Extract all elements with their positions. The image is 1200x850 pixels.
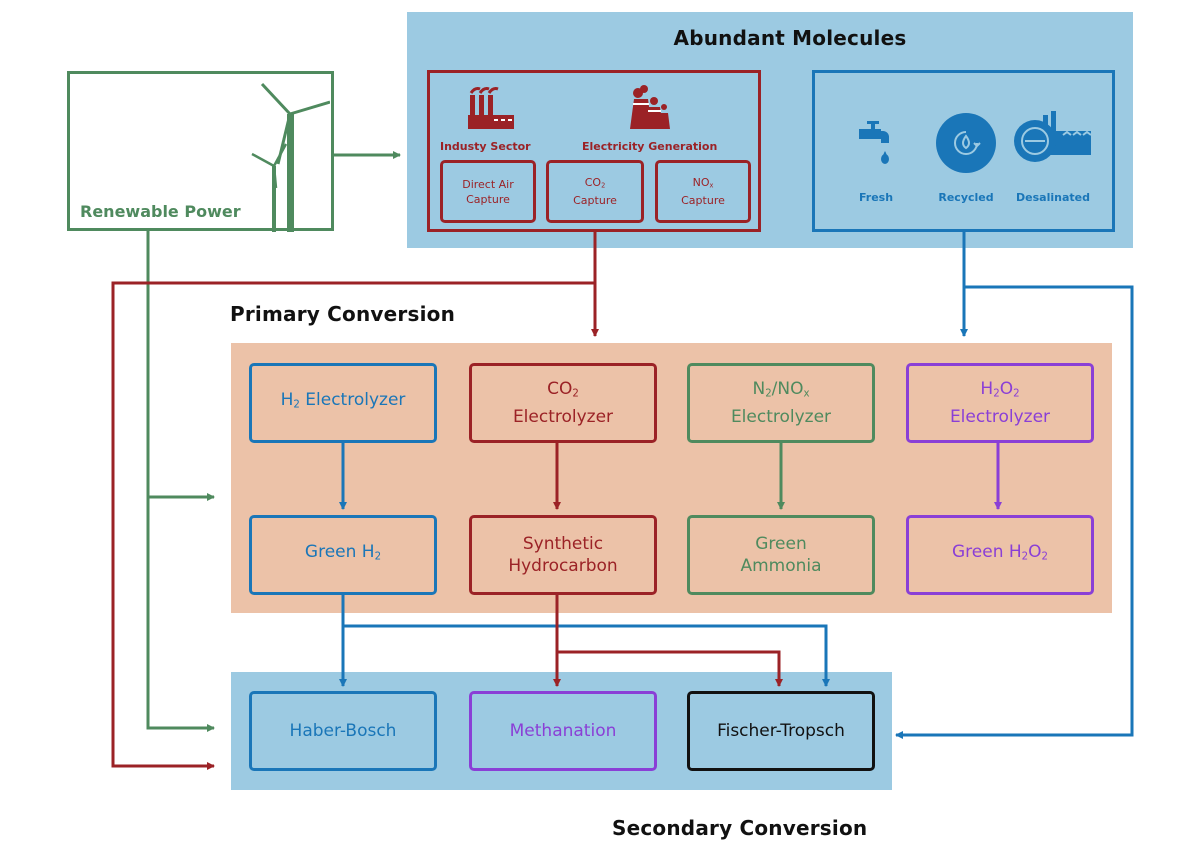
renewable-power-label: Renewable Power bbox=[80, 202, 241, 221]
nox-capture-formula: NOx bbox=[692, 175, 714, 190]
carbon-to-secondary-line bbox=[111, 281, 595, 770]
water-sources-box: Fresh Recycled Desalinated bbox=[812, 70, 1115, 232]
co2-capture-box[interactable]: CO2 Capture bbox=[546, 160, 644, 223]
synthetic-line1: Synthetic bbox=[522, 534, 604, 554]
synthetic-hydrocarbon-box[interactable]: Synthetic Hydrocarbon bbox=[469, 515, 657, 595]
h2o2-label: Electrolyzer bbox=[949, 406, 1051, 427]
abundant-molecules-panel bbox=[407, 12, 1133, 248]
primary-conversion-title: Primary Conversion bbox=[230, 302, 456, 326]
wind-turbine-icon bbox=[251, 82, 330, 232]
faucet-icon bbox=[859, 121, 889, 164]
direct-air-capture-box[interactable]: Direct Air Capture bbox=[440, 160, 536, 223]
green-h2-label: Green H2 bbox=[304, 542, 382, 563]
primary-conversion-panel bbox=[231, 343, 1112, 613]
h2o2-formula: H2O2 bbox=[980, 379, 1020, 400]
water-to-fischer-line bbox=[895, 285, 1134, 739]
co2-electrolyzer-formula: CO2 bbox=[547, 379, 579, 400]
methanation-box[interactable]: Methanation bbox=[469, 691, 657, 771]
fischer-tropsch-label: Fischer-Tropsch bbox=[717, 721, 845, 741]
electricity-generation-label: Electricity Generation bbox=[582, 140, 718, 153]
ammonia-line1: Green bbox=[755, 534, 807, 554]
secondary-conversion-title: Secondary Conversion bbox=[612, 816, 868, 840]
nox-capture-box[interactable]: NOx Capture bbox=[655, 160, 751, 223]
methanation-label: Methanation bbox=[509, 721, 617, 741]
h2-electrolyzer-box[interactable]: H2 Electrolyzer bbox=[249, 363, 437, 443]
h2o2-electrolyzer-box[interactable]: H2O2 Electrolyzer bbox=[906, 363, 1094, 443]
hydrocarbon-to-fischer-arrow bbox=[557, 650, 783, 687]
fresh-water-label: Fresh bbox=[858, 191, 894, 204]
recycled-water-label: Recycled bbox=[938, 191, 994, 204]
n2-nox-label: Electrolyzer bbox=[730, 406, 832, 427]
co2-electrolyzer-label: Electrolyzer bbox=[512, 406, 614, 427]
synthetic-line2: Hydrocarbon bbox=[508, 556, 618, 576]
co2-electrolyzer-box[interactable]: CO2 Electrolyzer bbox=[469, 363, 657, 443]
carbon-sources-box: Industy Sector Electricity Generation Di… bbox=[427, 70, 761, 232]
green-h2-to-fischer-arrow bbox=[343, 624, 830, 687]
green-h2o2-label: Green H2O2 bbox=[951, 542, 1049, 563]
industry-factory-icon bbox=[468, 87, 514, 129]
industry-sector-label: Industy Sector bbox=[440, 140, 531, 153]
h2-electrolyzer-label: H2 Electrolyzer bbox=[280, 390, 406, 411]
haber-bosch-box[interactable]: Haber-Bosch bbox=[249, 691, 437, 771]
recycled-water-icon bbox=[936, 113, 996, 173]
desalination-plant-icon bbox=[1014, 111, 1092, 162]
fischer-tropsch-box[interactable]: Fischer-Tropsch bbox=[687, 691, 875, 771]
power-plant-icon bbox=[630, 85, 670, 129]
dac-line1: Direct Air bbox=[462, 177, 514, 191]
abundant-molecules-title: Abundant Molecules bbox=[673, 26, 907, 50]
renewable-power-box: Renewable Power bbox=[67, 71, 334, 232]
desalinated-water-label: Desalinated bbox=[1016, 191, 1090, 204]
green-h2-box[interactable]: Green H2 bbox=[249, 515, 437, 595]
renewable-trunk-line bbox=[146, 231, 215, 732]
co2-capture-formula: CO2 bbox=[584, 175, 606, 190]
nox-capture-label: Capture bbox=[681, 194, 725, 208]
n2-nox-electrolyzer-box[interactable]: N2/NOx Electrolyzer bbox=[687, 363, 875, 443]
green-ammonia-box[interactable]: Green Ammonia bbox=[687, 515, 875, 595]
green-h2o2-box[interactable]: Green H2O2 bbox=[906, 515, 1094, 595]
ammonia-line2: Ammonia bbox=[740, 556, 822, 576]
co2-capture-label: Capture bbox=[573, 194, 617, 208]
dac-line2: Capture bbox=[466, 192, 510, 206]
n2-nox-formula: N2/NOx bbox=[752, 379, 810, 400]
haber-bosch-label: Haber-Bosch bbox=[289, 721, 397, 741]
